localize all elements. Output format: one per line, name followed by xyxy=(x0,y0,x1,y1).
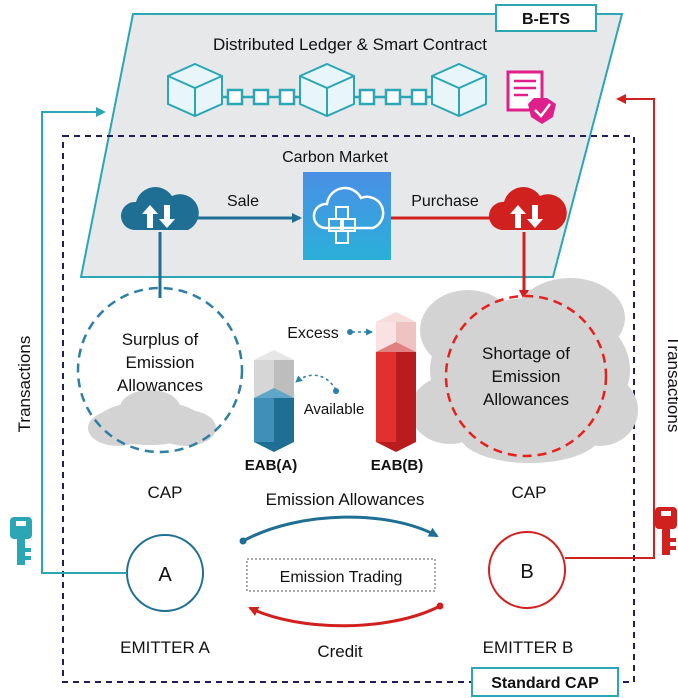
emission-allowances-arrow xyxy=(242,515,439,543)
standard-cap-boundary xyxy=(62,135,635,683)
emitter-a-letter: A xyxy=(158,564,172,586)
surplus-line2: Emission xyxy=(126,353,195,372)
eab-b-label: EAB(B) xyxy=(371,457,424,474)
upload-download-cloud-icon-blue xyxy=(120,187,199,230)
b-ets-label: B-ETS xyxy=(522,11,570,28)
eab-a-label: EAB(A) xyxy=(245,457,298,474)
standard-cap-badge: Standard CAP xyxy=(471,667,619,697)
transactions-line-left xyxy=(41,107,127,574)
credit-label: Credit xyxy=(317,642,363,661)
eab-b-bar xyxy=(376,312,416,452)
key-icon-teal xyxy=(10,517,32,565)
shortage-circle xyxy=(444,294,608,458)
shortage-cap-label: CAP xyxy=(512,483,547,502)
surplus-circle xyxy=(76,286,244,454)
emitter-b-label: EMITTER B xyxy=(483,638,574,657)
credit-arrow xyxy=(248,604,441,628)
eab-a-bar xyxy=(254,350,294,452)
shortage-line2: Emission xyxy=(492,367,561,386)
key-icon-red xyxy=(655,507,677,555)
available-arrow xyxy=(295,374,337,391)
carbon-market-title: Carbon Market xyxy=(282,149,388,166)
transactions-line-right xyxy=(565,94,655,559)
chain-link-icon xyxy=(222,88,432,106)
standard-cap-label: Standard CAP xyxy=(491,675,599,692)
blockchain-cube-icon xyxy=(167,62,487,118)
transactions-label-left: Transactions xyxy=(15,336,34,433)
carbon-market-icon xyxy=(303,172,391,260)
shortage-line1: Shortage of xyxy=(482,344,570,363)
emitter-b-letter: B xyxy=(520,561,533,583)
emission-allowances-label: Emission Allowances xyxy=(266,490,425,509)
surplus-line3: Allowances xyxy=(117,376,203,395)
shortage-cloud xyxy=(410,278,638,463)
surplus-line1: Surplus of xyxy=(122,330,199,349)
certificate-check-icon xyxy=(506,70,556,124)
ledger-title: Distributed Ledger & Smart Contract xyxy=(213,35,487,54)
shortage-line3: Allowances xyxy=(483,390,569,409)
purchase-label: Purchase xyxy=(411,193,479,210)
upload-download-cloud-icon-red xyxy=(488,187,567,230)
excess-label: Excess xyxy=(287,325,339,342)
emitter-a-label: EMITTER A xyxy=(120,638,210,657)
available-label: Available xyxy=(304,401,365,418)
sale-label: Sale xyxy=(227,193,259,210)
surplus-cloud xyxy=(88,390,216,446)
emission-trading-box xyxy=(246,558,436,592)
surplus-cap-label: CAP xyxy=(148,483,183,502)
emitter-b-circle xyxy=(488,531,566,609)
b-ets-badge: B-ETS xyxy=(495,4,597,32)
transactions-label-right: Transactions xyxy=(664,336,678,433)
emission-trading-label: Emission Trading xyxy=(280,569,403,586)
